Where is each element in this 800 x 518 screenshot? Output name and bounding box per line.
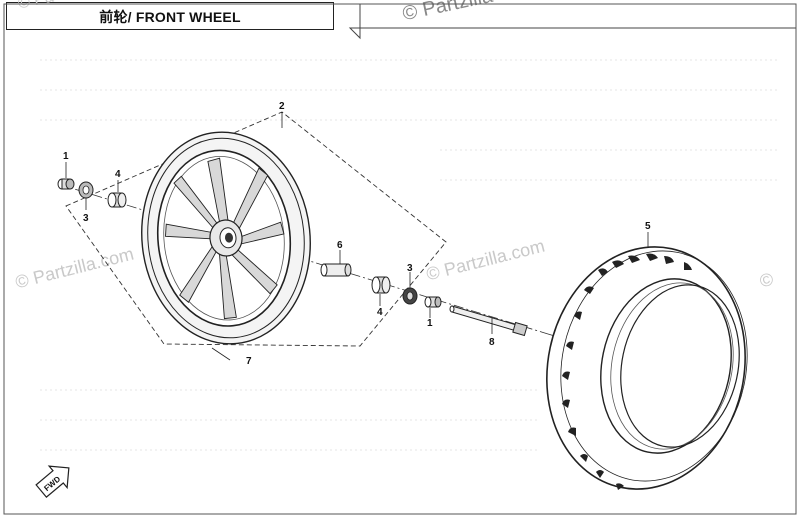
- callout-3-left: 3: [83, 213, 89, 224]
- bearing-right: [371, 276, 391, 294]
- oil-seal-right: [402, 287, 418, 305]
- callout-1-left: 1: [63, 151, 69, 162]
- callout-7: 7: [246, 356, 252, 367]
- front-axle: [449, 305, 528, 337]
- callout-4-right: 4: [377, 307, 383, 318]
- collar-right: [424, 296, 442, 308]
- callout-3-right: 3: [407, 263, 413, 274]
- callout-8: 8: [489, 337, 495, 348]
- title-box: 前轮/ FRONT WHEEL: [6, 2, 334, 30]
- wheel-rim: [141, 131, 311, 345]
- background-hatching: [40, 59, 780, 451]
- callout-1-right: 1: [427, 318, 433, 329]
- page-title: 前轮/ FRONT WHEEL: [99, 9, 241, 25]
- page-border: [3, 3, 797, 515]
- tire: [546, 246, 748, 490]
- axle-spacer: [320, 263, 352, 277]
- collar-left: [57, 178, 75, 190]
- callout-5: 5: [645, 221, 651, 232]
- leader-lines: [65, 112, 649, 361]
- callout-4-left: 4: [115, 169, 121, 180]
- oil-seal-left: [78, 181, 94, 199]
- callout-2: 2: [279, 101, 285, 112]
- callout-6: 6: [337, 240, 343, 251]
- fwd-arrow-icon: FWD: [35, 465, 70, 498]
- bearing-left: [107, 192, 127, 208]
